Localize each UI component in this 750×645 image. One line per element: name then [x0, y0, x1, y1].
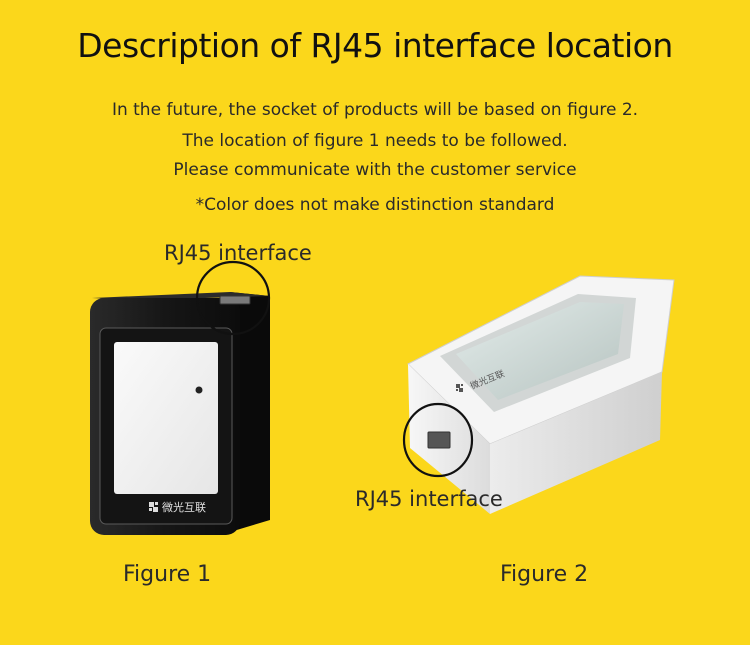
page-title: Description of RJ45 interface location — [77, 26, 673, 65]
figure1-highlight-circle — [195, 260, 271, 336]
device1-logo-icon — [149, 502, 158, 512]
device1-indicator-dot — [195, 386, 203, 394]
figure1-caption: Figure 1 — [123, 562, 212, 587]
figure2-rj45-label: RJ45 interface — [355, 487, 503, 511]
figure2-device-white — [402, 275, 675, 514]
figure2-highlight-circle — [402, 402, 474, 478]
device1-reading-window — [114, 342, 218, 494]
device2-rj45-port — [427, 431, 451, 449]
description-line-2: The location of figure 1 needs to be fol… — [182, 131, 568, 151]
description-line-3: Please communicate with the customer ser… — [173, 160, 577, 180]
color-note: *Color does not make distinction standar… — [195, 195, 555, 215]
figure1-device-black — [90, 260, 271, 535]
device1-rj45-port — [219, 295, 251, 305]
figure1-brand-text: 微光互联 — [162, 501, 206, 514]
device2-reading-window — [456, 302, 624, 400]
figure1-rj45-label: RJ45 interface — [164, 241, 312, 265]
device2-side — [490, 372, 662, 514]
device2-logo-icon — [456, 384, 463, 392]
description-line-1: In the future, the socket of products wi… — [111, 100, 639, 120]
figure2-caption: Figure 2 — [500, 562, 589, 587]
